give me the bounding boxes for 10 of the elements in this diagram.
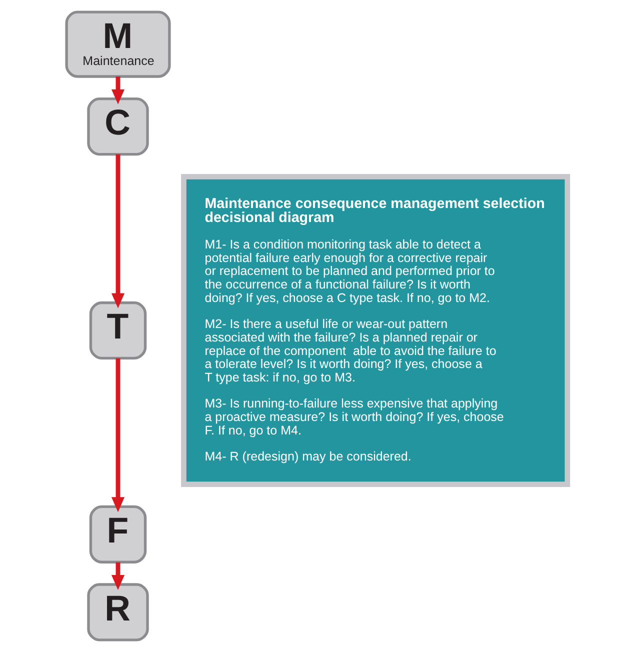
node-box: Maintenance consequence management selection decisional diagram M1- Is a condition monitoring task able to detect a potential failure early enough for a corrective repair or replacement to be planned and performed prior to the occurrence of a functional failure? Is it worth doing? If yes, choose a C type task. If no, go to M2. M2- Is there a useful life or wear-out pattern associated with the failure? Is a planned repair or replace of the component able to avoid the failure to a tolerate level? Is it worth doing? If yes, choose a T type task: if no, go to M3. M3- Is running-to-failure less expensive that applying a proactive measure? Is it worth doing? If yes, choose F. If no, go to M4. M4- R (redesign) may be considered. <box>181 174 570 487</box>
node-box: F <box>89 505 147 564</box>
node-box: C <box>87 97 149 156</box>
arrow <box>111 562 125 590</box>
arrow <box>111 76 125 104</box>
arrow <box>111 358 125 512</box>
node-box: M Maintenance <box>65 10 171 78</box>
arrow <box>111 154 125 308</box>
node-box: T <box>89 301 147 360</box>
node-box: R <box>87 583 149 642</box>
